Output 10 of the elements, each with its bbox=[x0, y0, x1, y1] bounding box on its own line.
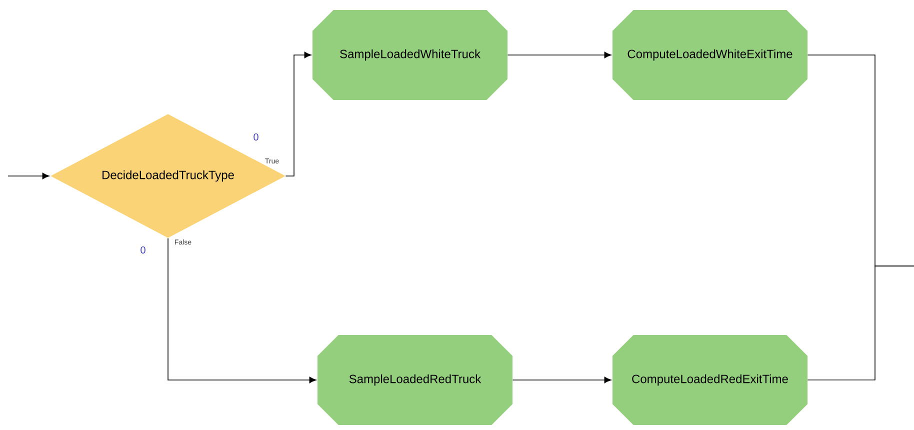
connector-arrow bbox=[168, 238, 316, 384]
counter-label: 0 bbox=[254, 133, 258, 141]
connector-arrow bbox=[285, 52, 312, 176]
process-box: SampleLoadedRedTruck bbox=[318, 335, 512, 425]
process-box: ComputeLoadedRedExitTime bbox=[612, 335, 808, 425]
connector-arrow bbox=[507, 52, 612, 58]
connector-arrow bbox=[512, 376, 612, 384]
process-box: SampleLoadedWhiteTruck bbox=[312, 10, 508, 100]
process-box: ComputeLoadedWhiteExitTime bbox=[612, 10, 808, 100]
connector-arrow bbox=[8, 172, 50, 180]
